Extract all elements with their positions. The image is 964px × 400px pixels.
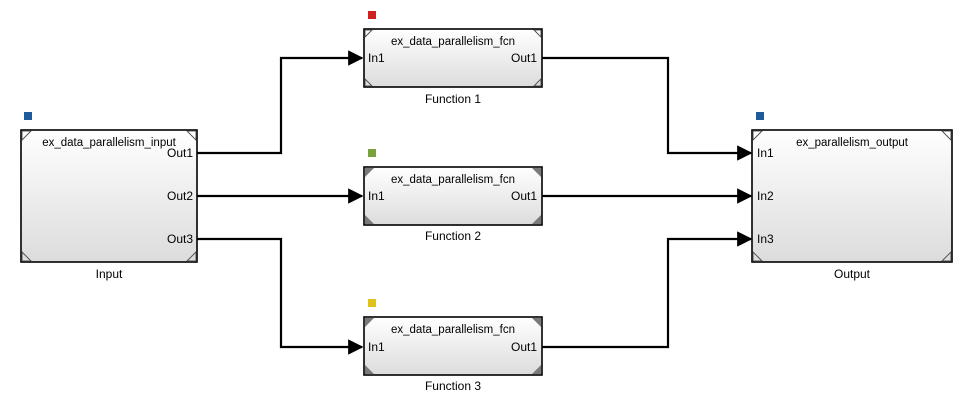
function3-block-corner-br xyxy=(532,365,541,374)
input-block-body[interactable] xyxy=(20,129,198,263)
input-block-corner-tl xyxy=(21,130,33,142)
signal-lines xyxy=(197,50,753,355)
function2-port-in1-label: In1 xyxy=(368,189,385,203)
input-port-out3-label: Out3 xyxy=(167,232,193,246)
output-block[interactable]: ex_parallelism_output In1 In2 In3 Output xyxy=(751,112,953,281)
input-block-name: Input xyxy=(96,267,123,281)
function2-block-corner-bl xyxy=(365,215,374,224)
input-block-inner-title: ex_data_parallelism_input xyxy=(42,137,176,149)
output-block-inner-title: ex_parallelism_output xyxy=(796,137,909,149)
input-block[interactable]: ex_data_parallelism_input Out1 Out2 Out3… xyxy=(20,112,198,281)
function3-block-corner-bl xyxy=(365,365,374,374)
function2-block-name: Function 2 xyxy=(425,229,481,243)
output-port-in2-label: In2 xyxy=(757,189,774,203)
function3-block-name: Function 3 xyxy=(425,379,481,393)
output-block-corner-bl xyxy=(752,250,764,262)
function2-port-out1-label: Out1 xyxy=(511,189,537,203)
output-port-in3-label: In3 xyxy=(757,232,774,246)
function1-block-corner-tl xyxy=(364,29,374,39)
output-block-corner-tl xyxy=(752,130,764,142)
input-block-corner-tr xyxy=(185,130,197,142)
input-port-out2-label: Out2 xyxy=(167,189,193,203)
function2-block-body[interactable] xyxy=(363,166,543,226)
function2-block-corner-br xyxy=(532,215,541,224)
signal-input-out1-to-function1[interactable] xyxy=(197,50,364,155)
function1-inner-title: ex_data_parallelism_fcn xyxy=(391,36,515,48)
function1-block-corner-bl xyxy=(364,77,374,87)
output-block-marker xyxy=(756,112,764,120)
function1-port-in1-label: In1 xyxy=(368,51,385,65)
input-block-marker xyxy=(24,112,32,120)
function3-block-corner-tr xyxy=(532,318,541,327)
signal-input-out3-to-function3[interactable] xyxy=(197,237,364,355)
function1-block[interactable]: ex_data_parallelism_fcn In1 Out1 Functio… xyxy=(363,11,543,106)
function1-port-out1-label: Out1 xyxy=(511,51,537,65)
function1-block-marker xyxy=(368,11,376,19)
function1-block-name: Function 1 xyxy=(425,92,481,106)
function2-inner-title: ex_data_parallelism_fcn xyxy=(391,174,515,186)
function2-block-corner-tr xyxy=(532,168,541,177)
output-block-corner-br xyxy=(940,250,952,262)
function2-block-marker xyxy=(368,149,376,157)
output-block-body[interactable] xyxy=(751,129,953,263)
function2-block-corner-tl xyxy=(365,168,374,177)
function1-block-body[interactable] xyxy=(363,28,543,88)
output-block-corner-tr xyxy=(940,130,952,142)
input-port-out1-label: Out1 xyxy=(167,146,193,160)
function3-block-corner-tl xyxy=(365,318,374,327)
function3-block[interactable]: ex_data_parallelism_fcn In1 Out1 Functio… xyxy=(363,299,543,393)
function1-block-corner-br xyxy=(532,77,542,87)
function3-port-in1-label: In1 xyxy=(368,340,385,354)
function1-block-corner-tr xyxy=(532,29,542,39)
signal-function1-to-output-in1[interactable] xyxy=(542,56,753,161)
function3-block-marker xyxy=(368,299,376,307)
function2-block[interactable]: ex_data_parallelism_fcn In1 Out1 Functio… xyxy=(363,149,543,243)
output-port-in1-label: In1 xyxy=(757,146,774,160)
input-block-corner-br xyxy=(185,250,197,262)
function3-block-body[interactable] xyxy=(363,316,543,376)
function3-inner-title: ex_data_parallelism_fcn xyxy=(391,324,515,336)
function3-port-out1-label: Out1 xyxy=(511,340,537,354)
signal-function3-to-output-in3[interactable] xyxy=(542,231,753,349)
input-block-corner-bl xyxy=(21,250,33,262)
output-block-name: Output xyxy=(834,267,871,281)
